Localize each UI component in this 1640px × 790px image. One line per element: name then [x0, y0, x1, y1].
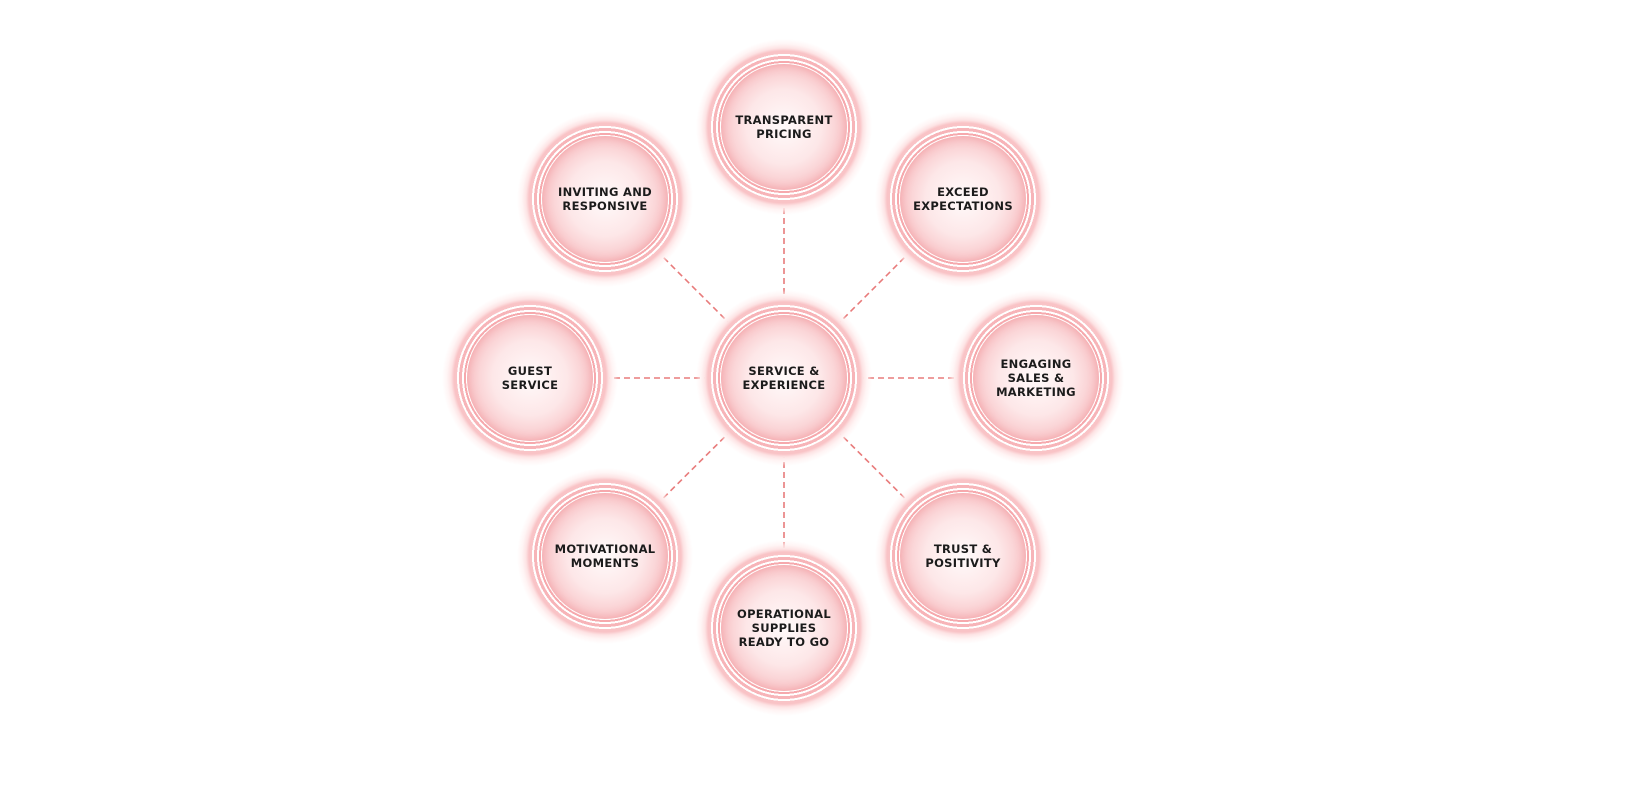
node-core: OPERATIONAL SUPPLIES READY TO GO — [721, 565, 847, 691]
node-core: EXCEED EXPECTATIONS — [900, 136, 1026, 262]
node-label-guest-service: GUEST SERVICE — [501, 364, 559, 392]
node-core: SERVICE & EXPERIENCE — [721, 315, 847, 441]
node-operational-supplies[interactable]: OPERATIONAL SUPPLIES READY TO GO — [696, 540, 872, 716]
node-center[interactable]: SERVICE & EXPERIENCE — [696, 290, 872, 466]
node-core: TRUST & POSITIVITY — [900, 493, 1026, 619]
node-core: ENGAGING SALES & MARKETING — [973, 315, 1099, 441]
node-label-transparent-pricing: TRANSPARENT PRICING — [735, 113, 833, 141]
node-label-trust-positivity: TRUST & POSITIVITY — [925, 542, 1001, 570]
node-label-operational-supplies: OPERATIONAL SUPPLIES READY TO GO — [737, 607, 831, 649]
node-core: MOTIVATIONAL MOMENTS — [542, 493, 668, 619]
node-core: TRANSPARENT PRICING — [721, 64, 847, 190]
node-guest-service[interactable]: GUEST SERVICE — [442, 290, 618, 466]
node-label-exceed-expectations: EXCEED EXPECTATIONS — [913, 185, 1013, 213]
node-trust-positivity[interactable]: TRUST & POSITIVITY — [875, 468, 1051, 644]
node-label-engaging-sales-marketing: ENGAGING SALES & MARKETING — [996, 357, 1076, 399]
node-transparent-pricing[interactable]: TRANSPARENT PRICING — [696, 39, 872, 215]
node-core: INVITING AND RESPONSIVE — [542, 136, 668, 262]
node-inviting-responsive[interactable]: INVITING AND RESPONSIVE — [517, 111, 693, 287]
node-label-inviting-responsive: INVITING AND RESPONSIVE — [558, 185, 652, 213]
node-engaging-sales-marketing[interactable]: ENGAGING SALES & MARKETING — [948, 290, 1124, 466]
node-core: GUEST SERVICE — [467, 315, 593, 441]
node-exceed-expectations[interactable]: EXCEED EXPECTATIONS — [875, 111, 1051, 287]
node-label-center: SERVICE & EXPERIENCE — [742, 364, 826, 392]
node-motivational-moments[interactable]: MOTIVATIONAL MOMENTS — [517, 468, 693, 644]
node-label-motivational-moments: MOTIVATIONAL MOMENTS — [554, 542, 656, 570]
